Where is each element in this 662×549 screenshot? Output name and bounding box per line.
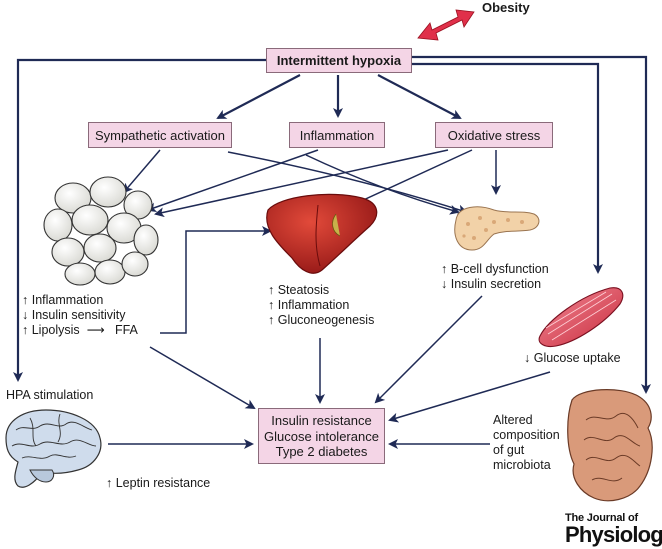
- hpa-stimulation-label: HPA stimulation: [6, 388, 94, 402]
- pancreas-icon: [454, 206, 540, 251]
- gut-label-line: of gut: [493, 443, 525, 457]
- adipose-effect-line: ↓ Insulin sensitivity: [22, 308, 126, 322]
- outcome-box: Insulin resistance Glucose intolerance T…: [258, 408, 385, 464]
- oxidative-stress-box: Oxidative stress: [435, 122, 553, 148]
- arrow-inflammation-to-pancreas: [305, 154, 460, 215]
- liver-effect-line: ↑ Inflammation: [268, 298, 350, 312]
- journal-logo: The Journal of Physiology: [565, 512, 662, 546]
- liver-effects: ↑ Steatosis ↑ Inflammation ↑ Gluconeogen…: [268, 283, 374, 328]
- gut-microbiota-label: Altered composition of gut microbiota: [493, 413, 583, 473]
- adipocyte-cluster-icon: [43, 176, 159, 286]
- gut-label-line: microbiota: [493, 458, 551, 472]
- outcome-line: Insulin resistance: [271, 413, 372, 428]
- arrow-muscle-to-outcome: [388, 371, 551, 423]
- arrow-hypoxia-to-gut: [412, 55, 651, 394]
- adipose-effect-line: ↑ Inflammation: [22, 293, 104, 307]
- obesity-label: Obesity: [482, 0, 530, 15]
- arrow-fat-to-outcome: [149, 346, 256, 410]
- arrow-pancreas-to-outcome: [374, 295, 483, 404]
- pancreas-effect-line: ↓ Insulin secretion: [441, 277, 542, 291]
- arrow-hypoxia-to-oxidative: [377, 74, 462, 119]
- journal-logo-line1: The Journal of: [565, 512, 638, 524]
- arrow-hypoxia-to-hpa: [13, 58, 266, 382]
- arrow-hypoxia-to-sympathetic: [216, 74, 301, 119]
- arrow-sympathetic-to-pancreas: [227, 151, 468, 215]
- obesity-double-arrow: [417, 9, 475, 41]
- adipose-effects: ↑ Inflammation ↓ Insulin sensitivity ↑ L…: [22, 293, 138, 338]
- arrow-oxidative-to-liver: [344, 149, 473, 210]
- arrow-ffa-to-liver: [160, 226, 272, 334]
- brain-icon: [5, 409, 102, 488]
- liver-icon: [266, 193, 378, 274]
- inflammation-box: Inflammation: [289, 122, 385, 148]
- intermittent-hypoxia-box: Intermittent hypoxia: [266, 48, 412, 73]
- journal-logo-line2: Physiology: [565, 522, 662, 547]
- arrow-hypoxia-to-muscle: [412, 62, 603, 274]
- arrow-oxidative-to-fat: [154, 149, 449, 218]
- gut-label-line: Altered: [493, 413, 533, 427]
- gut-label-line: composition: [493, 428, 560, 442]
- leptin-resistance-label: ↑ Leptin resistance: [106, 476, 211, 490]
- muscle-effect: ↓ Glucose uptake: [524, 351, 621, 365]
- arrow-inflammation-to-fat: [146, 149, 319, 213]
- sympathetic-activation-box: Sympathetic activation: [88, 122, 232, 148]
- liver-effect-line: ↑ Gluconeogenesis: [268, 313, 375, 327]
- arrow-sympathetic-to-fat: [122, 149, 161, 194]
- pancreas-effect-line: ↑ B-cell dysfunction: [441, 262, 549, 276]
- intestines-icon: [567, 389, 653, 502]
- adipose-effect-line: ↑ Lipolysis ⟶ FFA: [22, 323, 138, 337]
- pancreas-effects: ↑ B-cell dysfunction ↓ Insulin secretion: [441, 262, 549, 292]
- liver-effect-line: ↑ Steatosis: [268, 283, 330, 297]
- outcome-line: Type 2 diabetes: [275, 444, 368, 459]
- muscle-icon: [538, 287, 624, 348]
- outcome-line: Glucose intolerance: [264, 428, 379, 444]
